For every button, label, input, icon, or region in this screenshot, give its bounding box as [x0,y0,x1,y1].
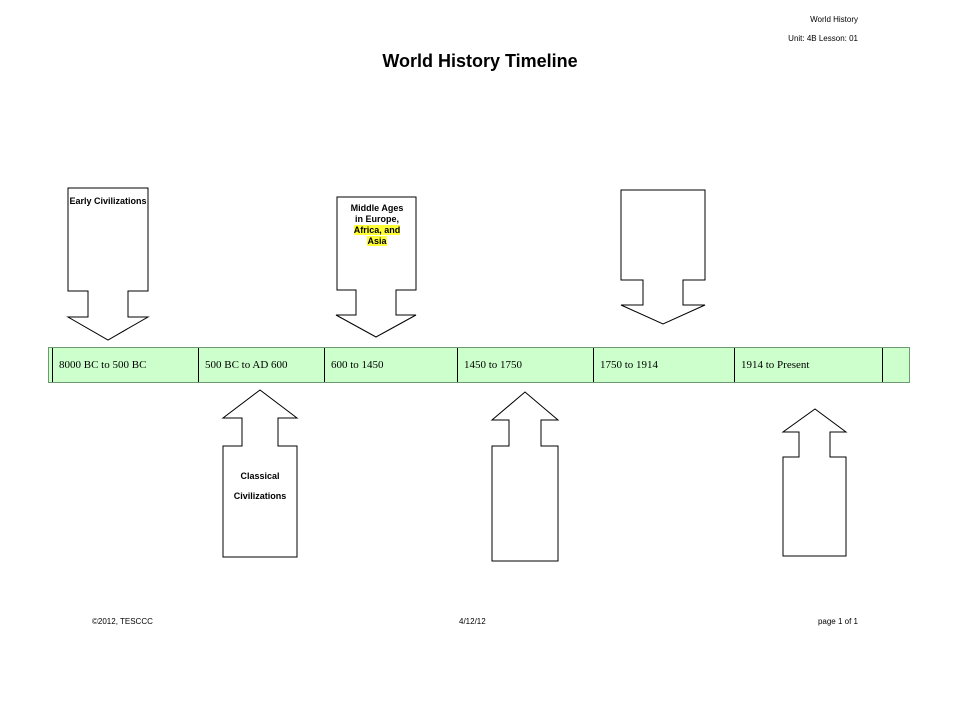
footer-date: 4/12/12 [459,617,486,626]
header-unit: Unit: 4B Lesson: 01 [788,34,858,43]
callout-classical-civilizations-label: Classical Civilizations [233,471,287,501]
timeline-segment: 8000 BC to 500 BC [52,348,198,382]
timeline-end-divider [882,348,883,382]
timeline-segment: 1450 to 1750 [457,348,593,382]
timeline-segment: 500 BC to AD 600 [198,348,324,382]
callout-middle-ages-highlighted-text: Africa, and Asia [353,225,401,246]
callout-early-civilizations-shape [66,187,150,341]
timeline-segment: 600 to 1450 [324,348,457,382]
callout-blank-below-1-shape [490,391,560,562]
callout-middle-ages-label: Middle Ages in Europe, Africa, and Asia [346,203,408,247]
header-course: World History [810,15,858,24]
timeline-bar: 8000 BC to 500 BC 500 BC to AD 600 600 t… [48,347,910,383]
callout-middle-ages-text: Middle Ages in Europe, [350,203,404,224]
callout-early-civilizations-label: Early Civilizations [69,196,147,206]
footer-copyright: ©2012, TESCCC [92,617,153,626]
page-title: World History Timeline [382,51,578,71]
callout-classical-civilizations-shape [221,389,299,558]
timeline-segment: 1914 to Present [734,348,882,382]
footer-page-number: page 1 of 1 [817,617,858,626]
callout-blank-above-shape [620,189,706,325]
callout-blank-below-2-shape [781,408,848,557]
timeline-segment: 1750 to 1914 [593,348,734,382]
